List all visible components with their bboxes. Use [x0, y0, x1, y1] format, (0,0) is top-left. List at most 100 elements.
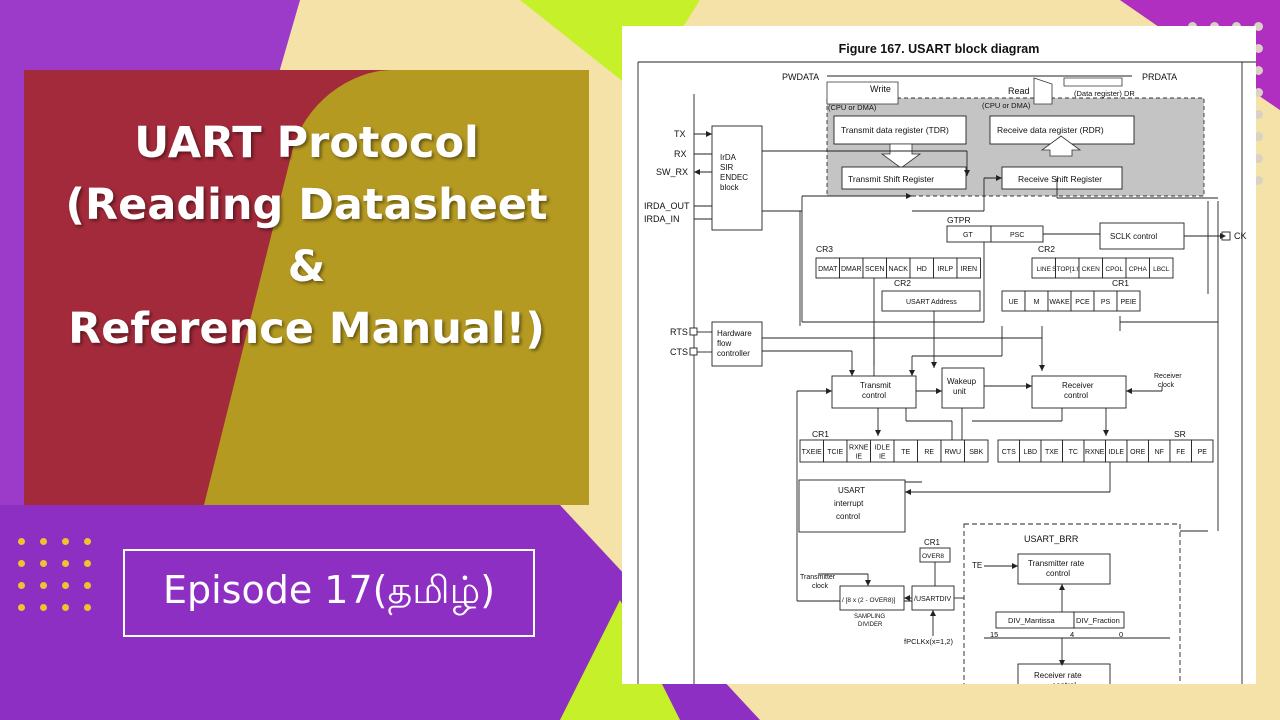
cr1-bottom-bit: IDLE [874, 445, 890, 452]
irda-line-4: block [720, 183, 740, 192]
cr2-addr-field: USART Address [906, 299, 957, 306]
cr3-bit: DMAT [818, 266, 838, 273]
decor-dot [84, 604, 91, 611]
decor-dot [62, 582, 69, 589]
decor-dot [62, 538, 69, 545]
pin-ck: CK [1234, 231, 1247, 241]
irda-line-1: IrDA [720, 153, 737, 162]
cr1-bottom-bit: SBK [969, 449, 983, 456]
read-label: Read [1008, 86, 1030, 96]
cr1-bottom-bit: TXEIE [802, 449, 823, 456]
sr-cell [1191, 439, 1214, 463]
wakeup-line-1: Wakeup [947, 377, 977, 386]
decor-dot [40, 604, 47, 611]
decor-dot [18, 582, 25, 589]
cr3-bit: HD [917, 266, 927, 273]
cr3-label: CR3 [816, 244, 833, 254]
sr-bit: ORE [1130, 449, 1146, 456]
gtpr-psc: PSC [1010, 232, 1024, 239]
title-line-2: (Reading Datasheet [65, 180, 548, 230]
brr-bit-4: 4 [1070, 630, 1074, 639]
decor-dot [1254, 176, 1263, 185]
cr3-bit: IRLP [937, 266, 953, 273]
cr3-bit: IREN [960, 266, 977, 273]
pin-tx: TX [674, 129, 686, 139]
usart-block-diagram: CR3DMATDMARSCENNACKHDIRLPIRENCR2LINESTOP… [637, 61, 1256, 684]
title-line-4: Reference Manual!) [68, 304, 545, 354]
cr1-bottom-cell [964, 439, 989, 463]
interrupt-line-3: control [836, 512, 860, 521]
decor-dot [18, 560, 25, 567]
cr1-bottom-bit: RXNE [849, 445, 869, 452]
page-title: UART Protocol (Reading Datasheet & Refer… [24, 112, 589, 360]
pin-cts: CTS [670, 347, 688, 357]
rx-rate-line-2: control [1052, 681, 1076, 684]
cr2-top-bit: LBCL [1153, 266, 1170, 273]
sr-bit: RXNE [1085, 449, 1105, 456]
pin-irda-in: IRDA_IN [644, 214, 680, 224]
pin-irda-out: IRDA_OUT [644, 201, 690, 211]
tx-rate-line-2: control [1046, 569, 1070, 578]
cr2-top-bit: CPOL [1105, 266, 1123, 273]
cr1-top-label: CR1 [1112, 278, 1129, 288]
cr1-over8-label: CR1 [924, 538, 941, 547]
sr-bit: CTS [1002, 449, 1016, 456]
cr3-bit: DMAR [841, 266, 862, 273]
cr1-bottom-bit: RE [924, 449, 934, 456]
sampling-line-2: DIVIDER [858, 622, 883, 628]
pin-sw-rx: SW_RX [656, 167, 688, 177]
decor-dot [18, 604, 25, 611]
brr-bit-0: 0 [1119, 630, 1123, 639]
sr-bit: NF [1155, 449, 1164, 456]
div-fraction-label: DIV_Fraction [1076, 616, 1120, 625]
cr1-bottom-label: CR1 [812, 429, 829, 439]
cr3-bit: NACK [889, 266, 909, 273]
decor-dot [40, 538, 47, 545]
rdr-label: Receive data register (RDR) [997, 125, 1104, 135]
gtpr-gt: GT [963, 232, 973, 239]
usart-brr-label: USART_BRR [1024, 534, 1079, 544]
te-label: TE [972, 561, 982, 570]
decor-dot [1254, 66, 1263, 75]
hw-flow-line-1: Hardware [717, 329, 752, 338]
gtpr-label: GTPR [947, 215, 971, 225]
cr1-top-bit: M [1034, 299, 1040, 306]
cr2-top-bit: CPHA [1129, 266, 1148, 273]
interrupt-line-1: USART [838, 486, 865, 495]
episode-label: Episode 17(தமிழ்) [162, 568, 496, 612]
cr2-top-bit: STOP[1:0] [1052, 266, 1082, 273]
cr1-over8-bit: OVER8 [922, 553, 944, 560]
cr2-top-label: CR2 [1038, 244, 1055, 254]
transmitter-clock-line-1: Transmitter [800, 574, 836, 581]
cr1-bottom-bit: IE [879, 454, 886, 461]
datasheet-page: Figure 167. USART block diagram [622, 26, 1256, 684]
sr-bit: TC [1069, 449, 1078, 456]
cr1-top-bit: PEIE [1121, 299, 1137, 306]
receiver-clock-line-1: Receiver [1154, 373, 1182, 380]
sr-bit: PE [1198, 449, 1208, 456]
decor-dot [40, 560, 47, 567]
decor-dot [84, 560, 91, 567]
episode-badge: Episode 17(தமிழ்) [123, 549, 535, 637]
sr-bit: LBD [1023, 449, 1037, 456]
data-register-label: (Data register) DR [1074, 89, 1135, 98]
cr3-bit: SCEN [865, 266, 884, 273]
decor-dot [84, 538, 91, 545]
cr1-top-bit: PCE [1075, 299, 1090, 306]
wakeup-line-2: unit [953, 387, 967, 396]
cr2-addr-label: CR2 [894, 278, 911, 288]
cr1-top-bit: PS [1101, 299, 1111, 306]
rsr-label: Receive Shift Register [1018, 174, 1102, 184]
divider-label: / [8 x (2 - OVER8)] [842, 597, 896, 604]
sampling-line-1: SAMPLING [854, 614, 885, 620]
hw-flow-line-2: flow [717, 339, 731, 348]
cr1-bottom-bit: TCIE [827, 449, 843, 456]
prdata-label: PRDATA [1142, 72, 1177, 82]
div-mantissa-label: DIV_Mantissa [1008, 616, 1056, 625]
sr-label: SR [1174, 429, 1186, 439]
cr2-top-bit: LINE [1037, 266, 1052, 273]
cpu-dma-right: (CPU or DMA) [982, 101, 1031, 110]
interrupt-line-2: interrupt [834, 499, 864, 508]
sclk-control-label: SCLK control [1110, 232, 1157, 241]
